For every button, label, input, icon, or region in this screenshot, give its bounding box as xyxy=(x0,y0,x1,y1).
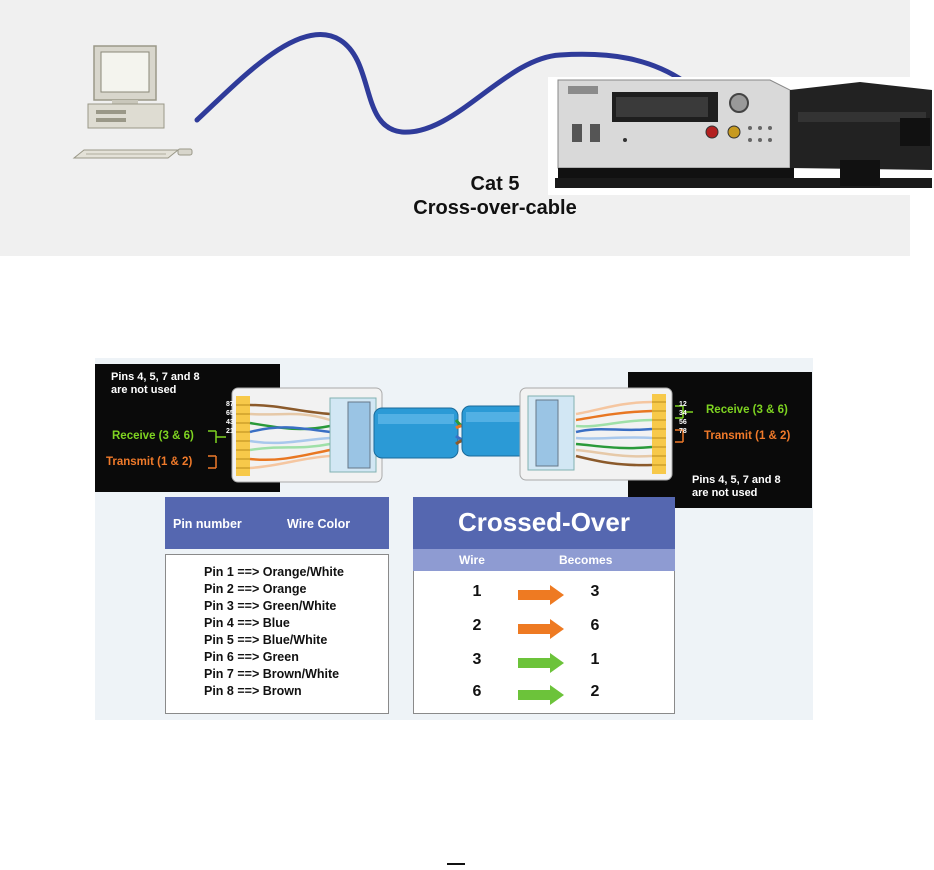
pin-row: Pin 7 ==> Brown/White xyxy=(204,666,344,683)
wire-column: Wire xyxy=(459,553,485,567)
pin-row: Pin 2 ==> Orange xyxy=(204,581,344,598)
cross-row: 6 2 xyxy=(414,681,674,711)
pin-number-column: Pin number xyxy=(173,517,242,531)
right-rj45-connector xyxy=(520,388,672,480)
pin-row: Pin 1 ==> Orange/White xyxy=(204,564,344,581)
left-pin-digits: 87654321 xyxy=(226,400,234,436)
becomes-column: Becomes xyxy=(559,553,612,567)
arrow-right-icon xyxy=(518,585,566,605)
arrow-right-icon xyxy=(518,685,566,705)
pin-row: Pin 3 ==> Green/White xyxy=(204,598,344,615)
pin-row: Pin 8 ==> Brown xyxy=(204,683,344,700)
right-pin-digits: 12345678 xyxy=(679,400,687,436)
pin-row: Pin 5 ==> Blue/White xyxy=(204,632,344,649)
wire-color-column: Wire Color xyxy=(287,517,350,531)
page-marker xyxy=(447,863,465,865)
cross-row: 2 6 xyxy=(414,615,674,645)
crossed-over-body: 1 3 2 6 3 1 6 2 xyxy=(413,571,675,714)
pin-row: Pin 4 ==> Blue xyxy=(204,615,344,632)
arrow-right-icon xyxy=(518,653,566,673)
crossed-over-title: Crossed-Over xyxy=(413,507,675,538)
pin-list: Pin 1 ==> Orange/White Pin 2 ==> Orange … xyxy=(204,564,344,700)
pin-table-body: Pin 1 ==> Orange/White Pin 2 ==> Orange … xyxy=(165,554,389,714)
pin-table-header: Pin number Wire Color xyxy=(165,497,389,549)
cross-row: 1 3 xyxy=(414,581,674,611)
arrow-right-icon xyxy=(518,619,566,639)
crossed-over-header: Crossed-Over xyxy=(413,497,675,549)
left-rj45-connector xyxy=(232,388,382,482)
cross-row: 3 1 xyxy=(414,649,674,679)
crossed-over-subheader: Wire Becomes xyxy=(413,549,675,571)
pin-row: Pin 6 ==> Green xyxy=(204,649,344,666)
